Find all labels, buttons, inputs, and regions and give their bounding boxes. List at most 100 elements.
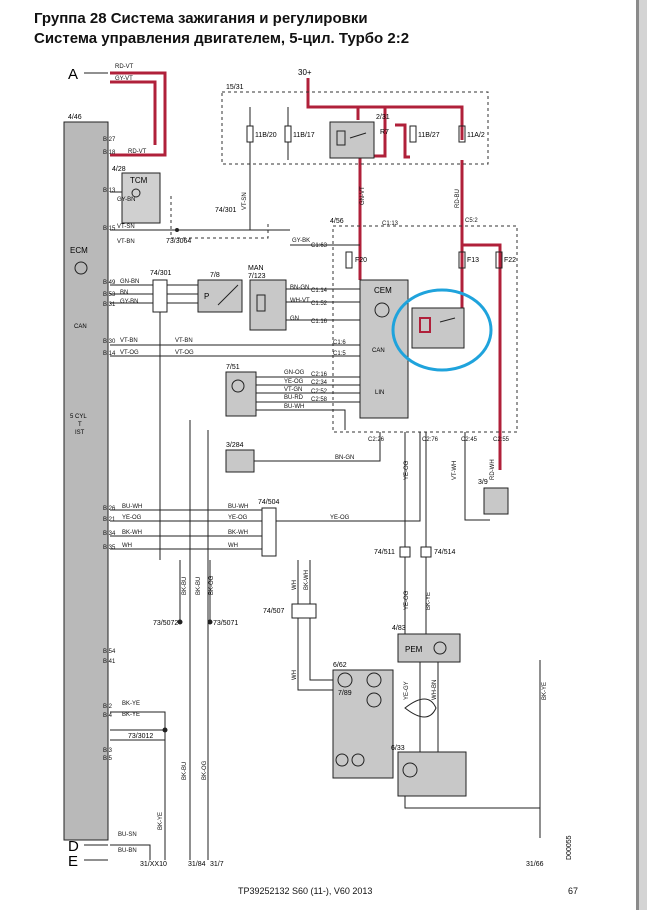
ecm-body bbox=[63, 121, 109, 841]
fuse-f13: F13 bbox=[467, 257, 479, 264]
svg-text:3/9: 3/9 bbox=[478, 479, 488, 486]
svg-text:74/507: 74/507 bbox=[263, 608, 285, 615]
svg-text:BU-WH: BU-WH bbox=[284, 404, 304, 410]
svg-text:B:53: B:53 bbox=[103, 292, 116, 298]
svg-text:B:31: B:31 bbox=[103, 302, 116, 308]
page-title: Группа 28 Система зажигания и регулировк… bbox=[34, 10, 368, 27]
svg-text:7/123: 7/123 bbox=[248, 273, 266, 280]
ecm-icon bbox=[74, 261, 88, 275]
svg-text:BK-YE: BK-YE bbox=[122, 701, 140, 707]
svg-text:YE-GY: YE-GY bbox=[404, 681, 410, 700]
svg-text:7/51: 7/51 bbox=[226, 364, 240, 371]
svg-text:YE-OG: YE-OG bbox=[330, 515, 350, 521]
svg-text:BN-GN: BN-GN bbox=[290, 285, 309, 291]
sensor-7-51 bbox=[225, 371, 257, 417]
wiring-diagram: 4/46 ECM CAN 5 CYL T IST A D E 30+ 15/31 bbox=[63, 64, 573, 870]
tcm-label: TCM bbox=[130, 176, 148, 185]
connector-74-507 bbox=[291, 603, 317, 619]
svg-text:RD-BU: RD-BU bbox=[455, 189, 461, 208]
fuse-11b-20: 11B/20 bbox=[255, 132, 277, 139]
svg-text:B:15: B:15 bbox=[103, 226, 116, 232]
svg-text:IST: IST bbox=[75, 430, 85, 436]
svg-text:31/84: 31/84 bbox=[188, 861, 206, 868]
relay-box-ref: 15/31 bbox=[226, 84, 244, 91]
svg-text:B:34: B:34 bbox=[103, 531, 116, 537]
svg-text:C2:34: C2:34 bbox=[311, 380, 328, 386]
svg-text:B:14: B:14 bbox=[103, 351, 116, 357]
fuse-11b-27: 11B/27 bbox=[418, 132, 440, 139]
page-subtitle: Система управления двигателем, 5-цил. Ту… bbox=[34, 30, 410, 47]
pem-block bbox=[397, 633, 461, 663]
svg-text:B:13: B:13 bbox=[103, 188, 116, 194]
svg-text:73/5072: 73/5072 bbox=[153, 620, 178, 627]
svg-text:WH-BN: WH-BN bbox=[432, 680, 438, 700]
footer-code: TP39252132 S60 (11-), V60 2013 bbox=[238, 886, 373, 896]
svg-text:BK-BU: BK-BU bbox=[182, 762, 188, 780]
p-sensor bbox=[197, 279, 243, 313]
svg-text:YE-OG: YE-OG bbox=[284, 379, 304, 385]
tcm-block bbox=[121, 172, 161, 224]
svg-text:C1:63: C1:63 bbox=[311, 243, 328, 249]
svg-text:C2:76: C2:76 bbox=[422, 437, 439, 443]
fuse-11b-17: 11B/17 bbox=[293, 132, 315, 139]
svg-text:BK-BU: BK-BU bbox=[182, 577, 188, 595]
svg-text:7/8: 7/8 bbox=[210, 272, 220, 279]
svg-text:C2:55: C2:55 bbox=[493, 437, 510, 443]
svg-text:B:3: B:3 bbox=[103, 748, 113, 754]
svg-text:BK-YE: BK-YE bbox=[542, 682, 548, 700]
svg-text:VT-BN: VT-BN bbox=[120, 338, 138, 344]
svg-text:C2:52: C2:52 bbox=[311, 389, 328, 395]
fan-6-33 bbox=[397, 751, 467, 797]
svg-text:BK-WH: BK-WH bbox=[228, 530, 248, 536]
svg-text:WH: WH bbox=[292, 670, 298, 680]
svg-text:RD-VT: RD-VT bbox=[128, 149, 147, 155]
svg-text:BN: BN bbox=[120, 290, 128, 296]
svg-text:YE-OG: YE-OG bbox=[122, 515, 142, 521]
man-sensor bbox=[249, 279, 287, 331]
svg-text:B:30: B:30 bbox=[103, 339, 116, 345]
svg-text:BK-OG: BK-OG bbox=[209, 575, 215, 595]
connector-74-511 bbox=[399, 546, 411, 558]
cem-label: CEM bbox=[374, 286, 392, 295]
fuse-11a-2: 11A/2 bbox=[467, 132, 485, 139]
page-edge bbox=[636, 0, 647, 910]
svg-text:WH: WH bbox=[228, 543, 238, 549]
ecm-ref: 4/46 bbox=[68, 114, 82, 121]
svg-text:C2:26: C2:26 bbox=[368, 437, 385, 443]
fan-6-62 bbox=[332, 669, 394, 779]
svg-text:74/514: 74/514 bbox=[434, 549, 456, 556]
svg-text:B:54: B:54 bbox=[103, 649, 116, 655]
svg-text:GY-BN: GY-BN bbox=[117, 197, 135, 203]
svg-text:GN: GN bbox=[290, 316, 299, 322]
switch-3-9 bbox=[483, 487, 509, 515]
svg-text:BK-WH: BK-WH bbox=[304, 570, 310, 590]
svg-text:BU-RD: BU-RD bbox=[284, 395, 304, 401]
svg-text:BU-WH: BU-WH bbox=[122, 504, 142, 510]
supply-terminal: 30+ bbox=[298, 68, 312, 77]
svg-text:VT-GN: VT-GN bbox=[284, 387, 302, 393]
svg-text:B:21: B:21 bbox=[103, 517, 116, 523]
svg-text:73/5071: 73/5071 bbox=[213, 620, 238, 627]
svg-text:BU-SN: BU-SN bbox=[118, 832, 137, 838]
ecm-label: ECM bbox=[70, 246, 88, 255]
svg-text:GY-VT: GY-VT bbox=[115, 76, 133, 82]
svg-text:VT-BN: VT-BN bbox=[117, 239, 135, 245]
svg-text:B:2: B:2 bbox=[103, 704, 113, 710]
svg-text:73/3064: 73/3064 bbox=[166, 238, 191, 245]
connector-a: A bbox=[68, 66, 78, 83]
svg-text:B:26: B:26 bbox=[103, 506, 116, 512]
svg-text:GN-BN: GN-BN bbox=[120, 279, 139, 285]
svg-text:C2:16: C2:16 bbox=[311, 372, 328, 378]
svg-text:YE-OG: YE-OG bbox=[404, 460, 410, 480]
svg-text:RD-VT: RD-VT bbox=[115, 64, 134, 70]
cem-can: CAN bbox=[372, 348, 385, 354]
svg-text:74/511: 74/511 bbox=[374, 549, 395, 556]
svg-text:BN-GN: BN-GN bbox=[335, 455, 354, 461]
svg-text:74/301: 74/301 bbox=[215, 207, 237, 214]
svg-text:3/284: 3/284 bbox=[226, 442, 244, 449]
svg-text:BU-WH: BU-WH bbox=[228, 504, 248, 510]
svg-text:YE-OG: YE-OG bbox=[404, 590, 410, 610]
ecm-can-label: CAN bbox=[74, 324, 87, 330]
page-number: 67 bbox=[568, 886, 579, 896]
svg-text:BK-YE: BK-YE bbox=[426, 592, 432, 610]
